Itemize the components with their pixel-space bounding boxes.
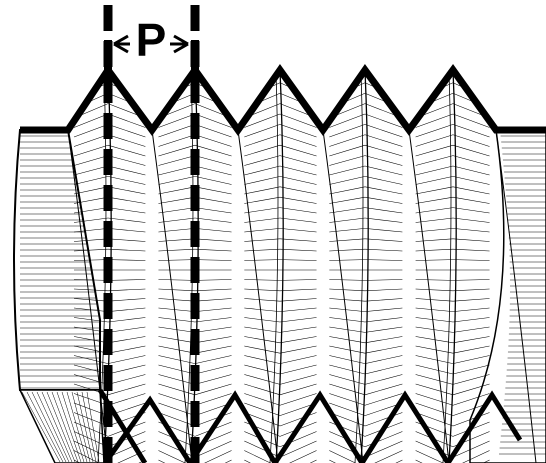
shank-hatching: [20, 135, 100, 389]
right-end: [469, 129, 546, 463]
chamfer-wedge: [18, 389, 105, 463]
thread-profile-outline: [20, 63, 546, 137]
pitch-label: P: [136, 14, 167, 66]
pitch-arrowhead-left: [113, 34, 129, 54]
thread-flanks: [67, 70, 537, 463]
thread-profile-bottom: [97, 388, 523, 463]
pitch-arrowhead-right: [173, 34, 189, 54]
pitch-dimension: P: [113, 14, 189, 66]
shank-end: [13, 129, 101, 391]
pitch-reference-lines: [103, 5, 200, 463]
